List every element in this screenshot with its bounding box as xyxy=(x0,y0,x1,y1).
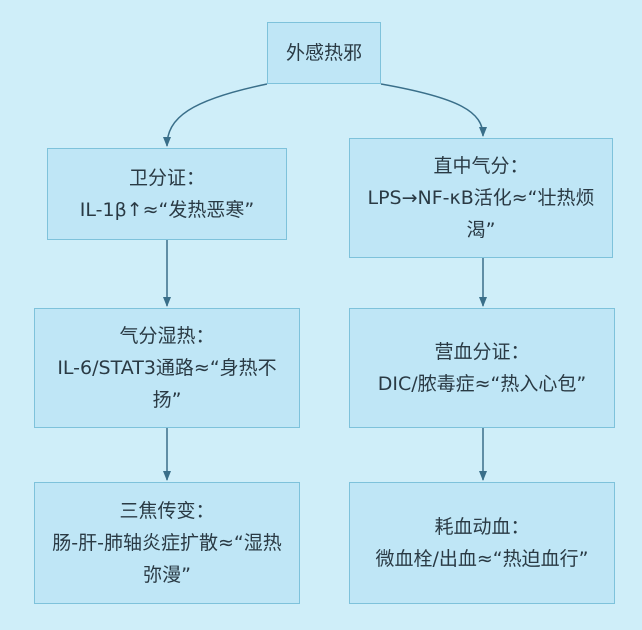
node-ying: 营血分证： DIC/脓毒症≈“热入心包” xyxy=(349,308,615,428)
node-sanjiao-title: 三焦传变： xyxy=(119,500,215,522)
node-root-label: 外感热邪 xyxy=(285,42,362,64)
node-shire: 气分湿热： IL-6/STAT3通路≈“身热不扬” xyxy=(34,308,300,428)
node-qi-body: LPS→NF-κB活化≈“壮热烦渴” xyxy=(367,187,595,241)
node-haoxue: 耗血动血： 微血栓/出血≈“热迫血行” xyxy=(349,482,615,604)
node-haoxue-title: 耗血动血： xyxy=(434,516,530,538)
node-ying-body: DIC/脓毒症≈“热入心包” xyxy=(377,373,587,395)
node-root: 外感热邪 xyxy=(267,22,381,84)
node-shire-title: 气分湿热： xyxy=(119,325,215,347)
edge-root-wei xyxy=(163,83,268,147)
node-wei-title: 卫分证： xyxy=(128,167,205,189)
node-shire-body: IL-6/STAT3通路≈“身热不扬” xyxy=(57,357,277,411)
node-sanjiao: 三焦传变： 肠-肝-肺轴炎症扩散≈“湿热弥漫” xyxy=(34,482,300,604)
node-haoxue-body: 微血栓/出血≈“热迫血行” xyxy=(375,548,589,570)
edge-root-qi xyxy=(380,83,487,137)
node-qi: 直中气分： LPS→NF-κB活化≈“壮热烦渴” xyxy=(349,138,613,258)
node-sanjiao-body: 肠-肝-肺轴炎症扩散≈“湿热弥漫” xyxy=(52,532,282,586)
node-wei-body: IL-1β↑≈“发热恶寒” xyxy=(79,199,255,221)
node-ying-title: 营血分证： xyxy=(434,341,530,363)
node-qi-title: 直中气分： xyxy=(433,155,529,177)
node-wei: 卫分证： IL-1β↑≈“发热恶寒” xyxy=(47,148,287,240)
